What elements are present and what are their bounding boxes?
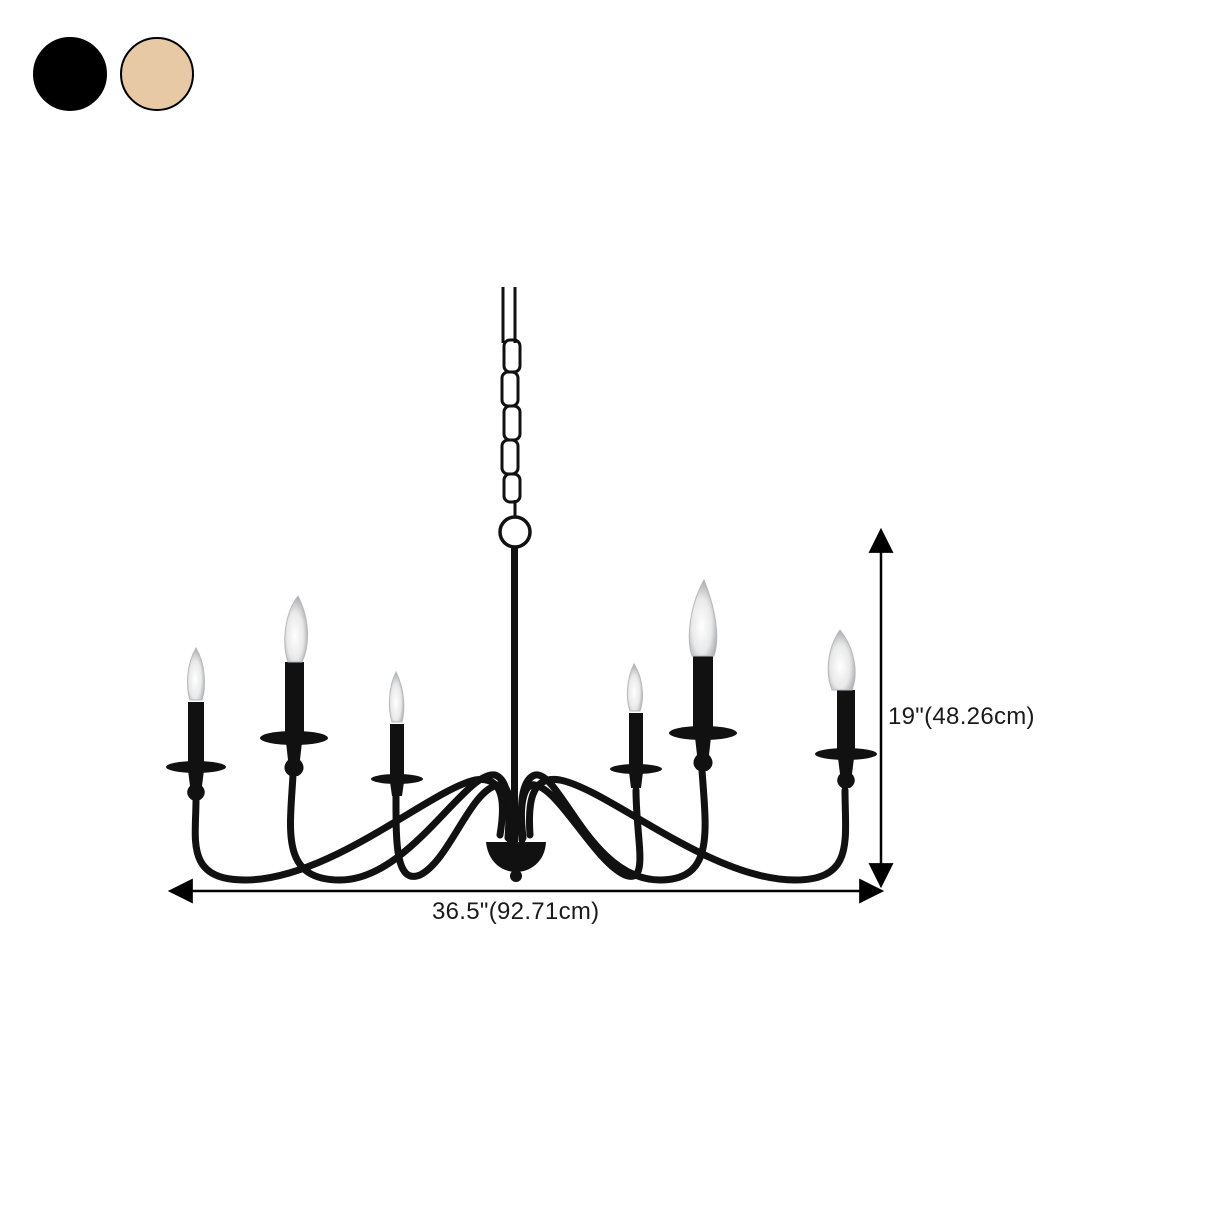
color-swatch-black[interactable] bbox=[33, 37, 107, 111]
height-dimension-label: 19"(48.26cm) bbox=[888, 703, 1035, 730]
center-cup bbox=[486, 842, 546, 872]
center-stem bbox=[511, 548, 518, 846]
color-swatch-gold[interactable] bbox=[120, 37, 194, 111]
hanging-ring bbox=[498, 515, 532, 549]
candle-1 bbox=[166, 647, 226, 800]
chain bbox=[500, 287, 522, 504]
arms bbox=[191, 766, 850, 884]
width-dimension-label: 36.5"(92.71cm) bbox=[432, 898, 600, 925]
candle-2 bbox=[260, 595, 328, 776]
candle-4 bbox=[610, 662, 662, 788]
candle-3 bbox=[371, 670, 423, 796]
finial bbox=[510, 870, 522, 882]
candle-6 bbox=[815, 629, 877, 788]
candle-5 bbox=[669, 578, 737, 771]
